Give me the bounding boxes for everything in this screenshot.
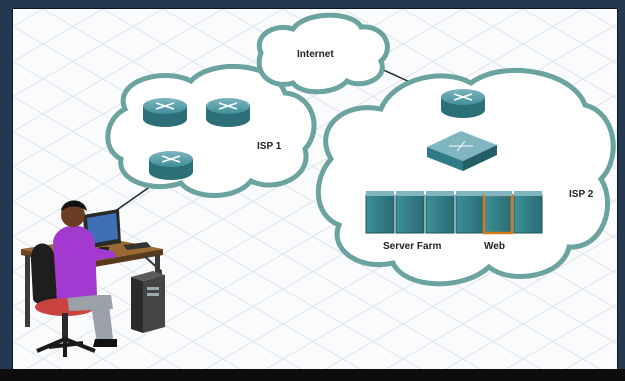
isp2-label: ISP 2 <box>569 189 594 200</box>
server-4 <box>455 191 485 234</box>
bottom-bar <box>0 369 625 381</box>
web-label: Web <box>484 241 505 252</box>
web-server <box>482 191 514 235</box>
user-workstation <box>21 200 165 357</box>
keyboard <box>123 242 151 250</box>
computer-tower <box>131 271 165 333</box>
server-farm-label: Server Farm <box>383 241 441 252</box>
server-2 <box>395 191 425 234</box>
diagram-canvas: Internet ISP 1 <box>12 8 618 370</box>
network-diagram: Internet ISP 1 <box>13 9 617 369</box>
isp2-switch <box>427 131 497 171</box>
internet-label: Internet <box>297 49 334 60</box>
server-6 <box>513 191 543 234</box>
server-1 <box>365 191 395 234</box>
internet-cloud <box>256 12 390 95</box>
server-3 <box>425 191 455 234</box>
isp1-router-3 <box>149 151 193 180</box>
isp2-router <box>441 89 485 118</box>
isp1-router-1 <box>143 98 187 127</box>
isp1-router-2 <box>206 98 250 127</box>
server-farm <box>365 191 543 235</box>
isp1-label: ISP 1 <box>257 141 282 152</box>
person <box>53 200 117 347</box>
